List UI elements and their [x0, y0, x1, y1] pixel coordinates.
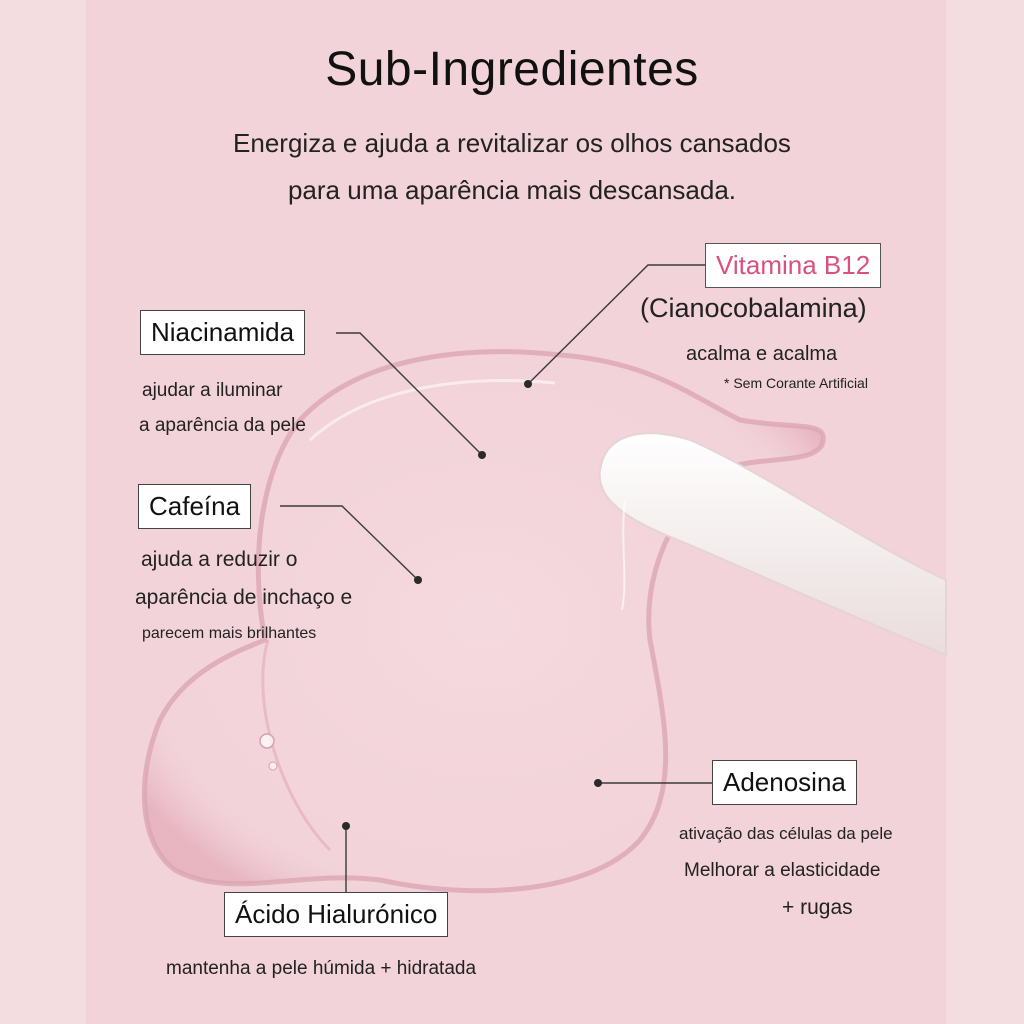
pointer-dot-hyaluronic — [342, 822, 350, 830]
subtitle-line-1: Energiza e ajuda a revitalizar os olhos … — [233, 128, 791, 158]
hyaluronic-acid-description: mantenha a pele húmida + hidratada — [166, 958, 477, 979]
niacinamide-description-2: a aparência da pele — [139, 415, 306, 436]
subtitle-line-2: para uma aparência mais descansada. — [287, 175, 737, 205]
gel-inner-highlight — [308, 379, 556, 442]
gel-bubble — [268, 761, 278, 771]
caffeine-description-2: aparência de inchaço e — [135, 586, 353, 609]
gel-bubble — [259, 733, 275, 749]
label-caffeine: Cafeína — [138, 484, 252, 529]
spatula — [598, 432, 947, 657]
pointer-dot-vitamin-b12 — [524, 380, 532, 388]
label-niacinamide: Niacinamida — [140, 310, 306, 355]
gel-inner-edge — [261, 639, 332, 852]
vitamin-b12-description: acalma e acalma — [686, 343, 838, 365]
leader-line-niacinamide — [336, 332, 483, 456]
niacinamide-description-1: ajudar a iluminar — [142, 380, 283, 401]
pointer-dot-adenosine — [594, 779, 602, 787]
label-adenosine: Adenosina — [712, 760, 857, 805]
adenosine-description-3: + rugas — [782, 896, 853, 919]
caffeine-description-1: ajuda a reduzir o — [141, 548, 298, 571]
pointer-dot-caffeine — [414, 576, 422, 584]
pointer-dot-niacinamide — [478, 451, 486, 459]
leader-line-caffeine — [280, 505, 419, 581]
leader-line-vitamin-b12 — [527, 264, 706, 385]
vitamin-b12-chemical-name: (Cianocobalamina) — [640, 293, 867, 323]
gel-drip — [621, 499, 626, 611]
adenosine-description-2: Melhorar a elasticidade — [684, 860, 881, 881]
caffeine-description-3: parecem mais brilhantes — [142, 625, 317, 642]
adenosine-description-1: ativação das células da pele — [679, 824, 893, 843]
page-title: Sub-Ingredientes — [325, 43, 699, 96]
label-vitamin-b12: Vitamina B12 — [705, 243, 882, 288]
vitamin-b12-note: * Sem Corante Artificial — [724, 375, 868, 391]
label-hyaluronic-acid: Ácido Hialurónico — [224, 892, 449, 937]
